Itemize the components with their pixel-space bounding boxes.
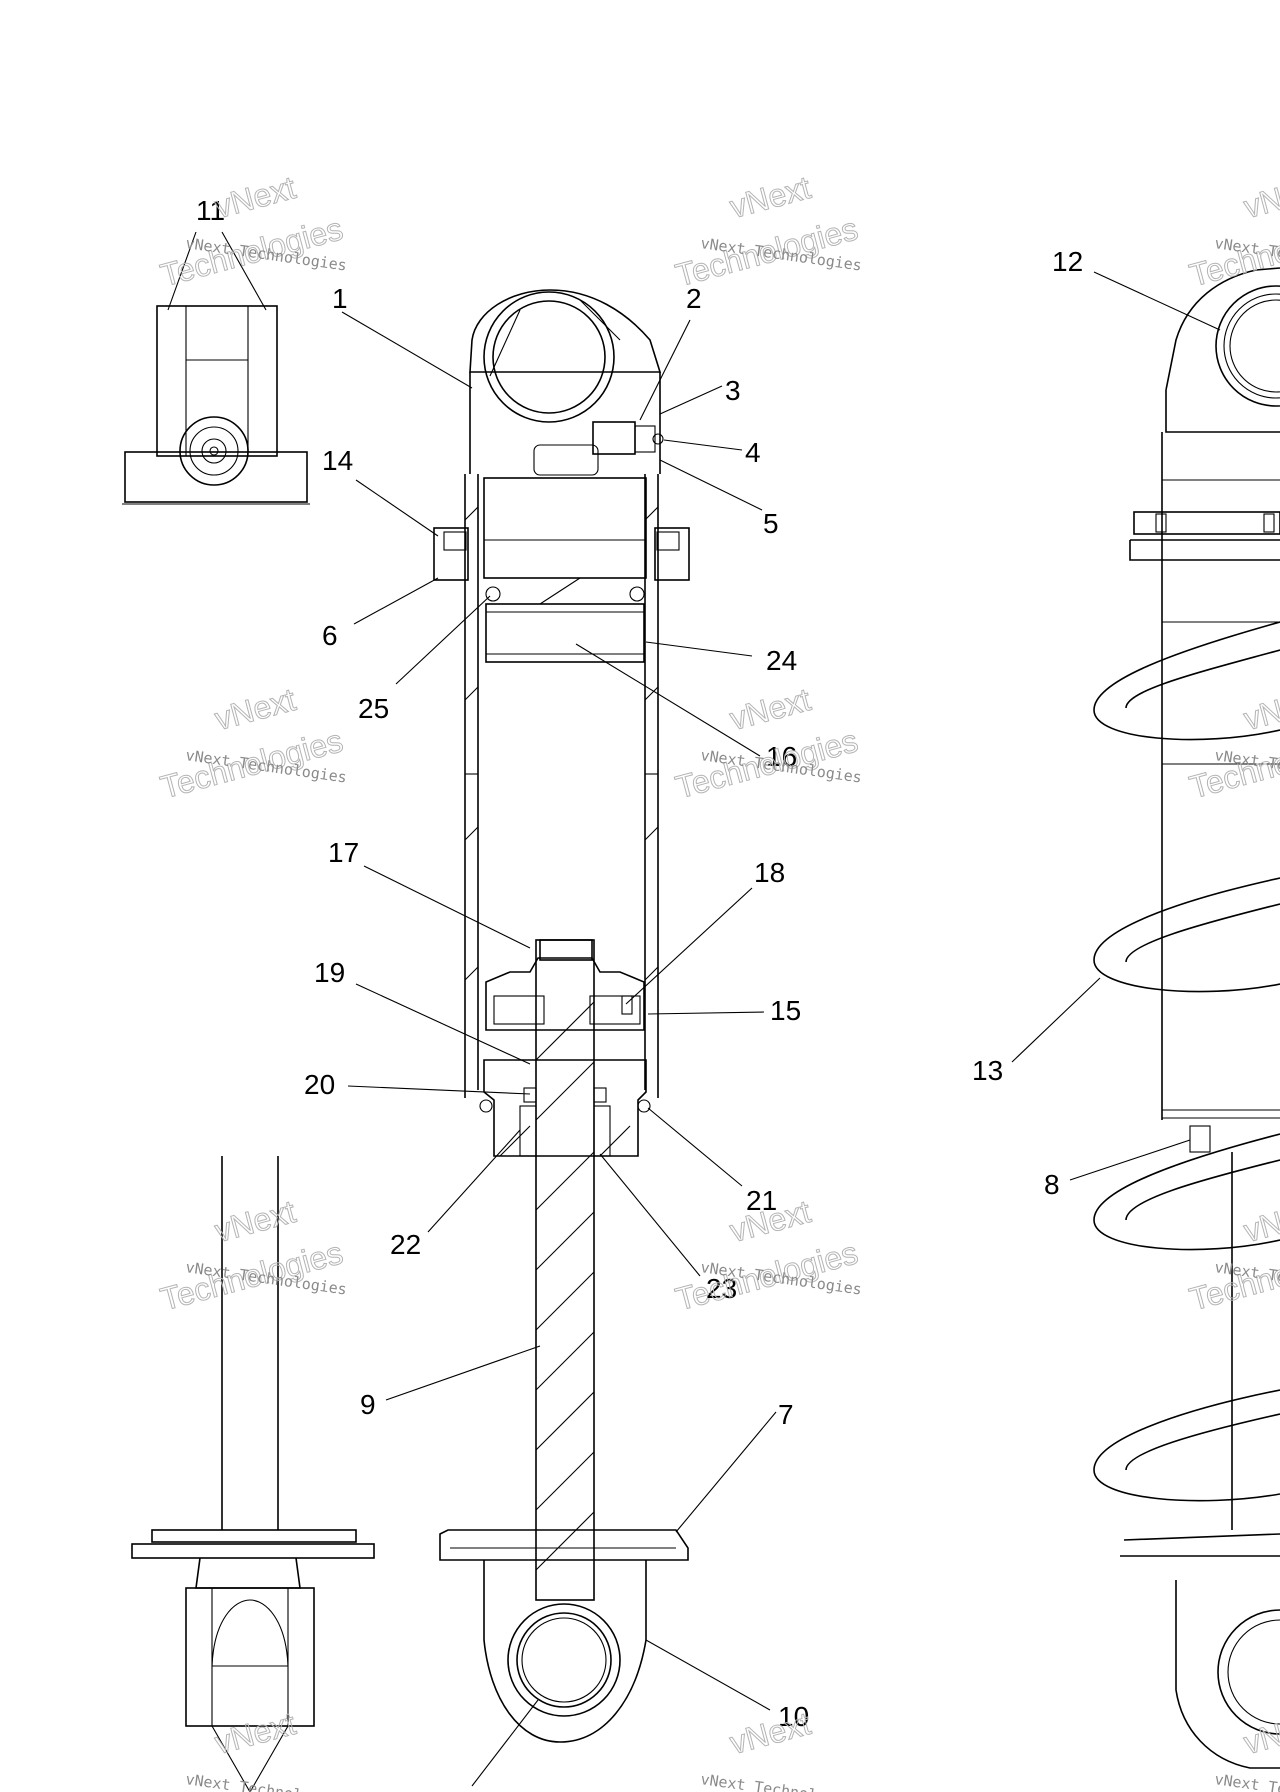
callout-21: 21	[746, 1185, 777, 1216]
callout-1: 1	[332, 283, 348, 314]
svg-text:vNext: vNext	[1240, 1705, 1280, 1761]
callout-18: 18	[754, 857, 785, 888]
callout-23: 23	[706, 1273, 737, 1304]
svg-text:vNext: vNext	[211, 1193, 299, 1249]
callout-8: 8	[1044, 1169, 1060, 1200]
svg-text:vNext Technologies: vNext Technologies	[184, 1770, 347, 1792]
svg-text:vNext: vNext	[726, 1705, 814, 1761]
callout-20: 20	[304, 1069, 335, 1100]
callout-11: 11	[196, 195, 225, 226]
watermark: vNext vNext Technologies	[699, 1705, 862, 1792]
callout-13: 13	[972, 1055, 1003, 1086]
callout-16: 16	[766, 741, 797, 772]
svg-text:vNext: vNext	[1240, 681, 1280, 737]
eyelet-detail-top	[122, 305, 310, 505]
svg-text:vNext: vNext	[211, 1705, 299, 1761]
watermark: vNext vNext Technologies	[184, 1705, 347, 1792]
svg-text:vNext: vNext	[1240, 1193, 1280, 1249]
callout-10: 10	[778, 1701, 809, 1732]
callout-15: 15	[770, 995, 801, 1026]
svg-text:vNext Technologies: vNext Technologies	[1213, 1770, 1280, 1792]
callout-5: 5	[763, 508, 779, 539]
callout-19: 19	[314, 957, 345, 988]
callout-12: 12	[1052, 246, 1083, 277]
svg-text:vNext: vNext	[726, 681, 814, 737]
callout-2: 2	[686, 283, 702, 314]
watermark: vNext Technologies vNext Technologies	[1185, 681, 1280, 806]
callout-4: 4	[745, 437, 761, 468]
callout-22: 22	[390, 1229, 421, 1260]
watermark: vNext Technologies vNext Technologies	[156, 1193, 348, 1318]
watermark: vNext Technologies vNext Technologies	[156, 169, 348, 294]
main-shock-section	[433, 289, 690, 1743]
watermark: vNext vNext Technologies	[1213, 1705, 1280, 1792]
watermark: vNext Technologies vNext Technologies	[671, 169, 863, 294]
svg-text:vNext: vNext	[1240, 169, 1280, 225]
callout-3: 3	[725, 375, 741, 406]
callout-7: 7	[778, 1399, 794, 1430]
callout-24: 24	[766, 645, 797, 676]
watermark: vNext Technologies vNext Technologies	[1185, 169, 1280, 294]
callout-9: 9	[360, 1389, 376, 1420]
svg-text:vNext: vNext	[211, 169, 299, 225]
shock-exterior-right	[1093, 267, 1280, 1769]
svg-text:vNext: vNext	[726, 169, 814, 225]
leader-lines	[167, 231, 1221, 1787]
watermark: vNext Technologies vNext Technologies	[156, 681, 348, 806]
eyelet-detail-bottom	[131, 1156, 375, 1792]
svg-text:vNext Technologies: vNext Technologies	[699, 1770, 862, 1792]
callout-25: 25	[358, 693, 389, 724]
watermark: vNext Technologies vNext Technologies	[671, 1193, 863, 1318]
callout-6: 6	[322, 620, 338, 651]
callout-14: 14	[322, 445, 353, 476]
svg-text:vNext: vNext	[211, 681, 299, 737]
svg-text:vNext: vNext	[726, 1193, 814, 1249]
callout-labels: 1 2 3 4 5 6 7 8 9 10 11 12 13 14 15 16 1…	[196, 195, 1083, 1732]
watermark: vNext Technologies vNext Technologies	[1185, 1193, 1280, 1318]
callout-17: 17	[328, 837, 359, 868]
